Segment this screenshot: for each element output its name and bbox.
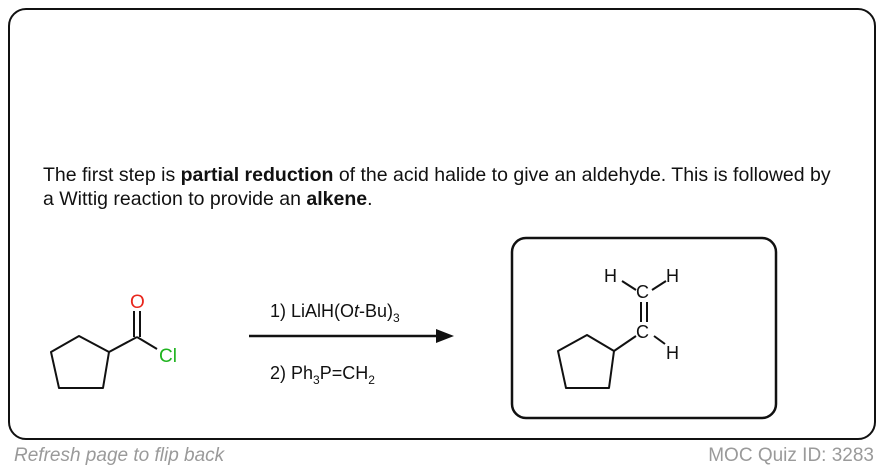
product-answer-box [510, 236, 778, 420]
starting-material-structure [50, 311, 158, 389]
chlorine-label: Cl [159, 346, 177, 367]
product-c-bottom: C [636, 322, 649, 342]
bond-ring-to-carbonyl [108, 336, 138, 353]
product-h-bottom: H [666, 343, 679, 363]
product-h-top-left: H [604, 266, 617, 286]
quiz-id-label: MOC Quiz ID: 3283 [708, 445, 874, 466]
product-structure [557, 280, 667, 389]
bond-c-top-to-h-right [651, 280, 667, 291]
product-c-top: C [636, 282, 649, 302]
bond-carbonyl-to-cl [136, 336, 158, 350]
cyclopentane-ring-right [557, 334, 615, 389]
explanation-bold-alkene: alkene [306, 188, 368, 210]
quiz-card[interactable] [8, 8, 876, 440]
refresh-hint[interactable]: Refresh page to flip back [14, 445, 225, 466]
explanation-bold-partial-reduction: partial reduction [180, 164, 334, 186]
explanation-part-3: . [367, 188, 373, 210]
bond-c-top-to-h-left [621, 280, 637, 291]
product-h-top-right: H [666, 266, 679, 286]
explanation-text: The first step is partial reduction of t… [43, 163, 843, 211]
reagent-2-label: 2) Ph3P=CH2 [270, 363, 375, 387]
bond-ring-to-alkene-carbon [613, 335, 637, 352]
explanation-part-1: The first step is [43, 164, 181, 186]
explanation-part-2: of the acid halide to give an aldehyde. … [43, 164, 831, 210]
oxygen-label: O [130, 292, 145, 313]
bond-c-bottom-to-h [653, 335, 666, 345]
cyclopentane-ring-left [50, 335, 110, 389]
reaction-arrow [249, 329, 454, 343]
reagent-1-label: 1) LiAlH(Ot-Bu)3 [270, 301, 400, 325]
